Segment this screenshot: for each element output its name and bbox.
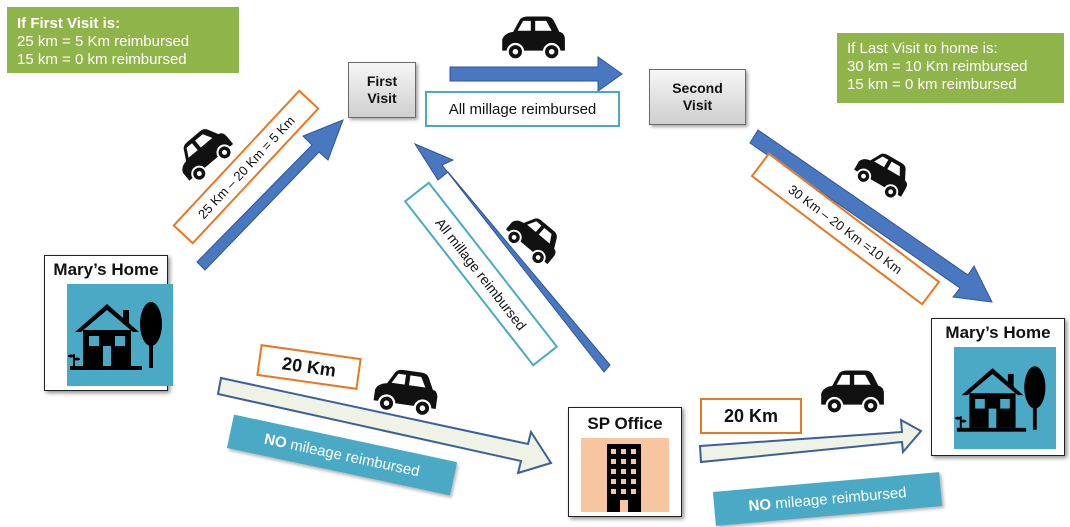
first-visit-line1: First	[366, 73, 398, 89]
marys-home-right-title: Mary’s Home	[945, 323, 1051, 342]
last-visit-rule-note: If Last Visit to home is: 30 km = 10 Km …	[837, 33, 1064, 103]
house-icon	[67, 284, 173, 386]
last-visit-rule-heading: If Last Visit to home is:	[847, 40, 998, 57]
banner-office-to-home-bold: NO	[747, 495, 772, 515]
label-first-to-second-visit-text: All millage reimbursed	[448, 100, 597, 118]
label-office-to-home-distance-text: 20 Km	[723, 405, 779, 426]
arrow-office-to-home	[698, 418, 923, 464]
first-visit-rule-line1: 25 km = 5 Km reimbursed	[17, 33, 190, 50]
label-first-to-second-visit: All millage reimbursed	[425, 91, 620, 127]
first-visit-line2: Visit	[367, 90, 397, 106]
sp-office-title: SP Office	[587, 414, 663, 433]
arrow-home-to-first-visit	[196, 119, 344, 271]
marys-home-right: Mary’s Home	[931, 318, 1065, 456]
tree-icon	[1024, 366, 1046, 430]
label-home-to-office-distance-text: 20 Km	[280, 352, 338, 381]
first-visit-rule-heading: If First Visit is:	[17, 15, 121, 32]
first-visit-rule-line2: 15 km = 0 km reimbursed	[17, 51, 187, 68]
first-visit-box: First Visit	[348, 62, 416, 118]
house-icon	[954, 347, 1056, 449]
second-visit-box: Second Visit	[649, 69, 746, 125]
sp-office: SP Office	[568, 407, 682, 517]
arrow-office-to-first-visit	[413, 142, 611, 373]
marys-home-left-title: Mary’s Home	[53, 260, 159, 279]
last-visit-rule-line2: 15 km = 0 km reimbursed	[847, 76, 1017, 93]
arrow-home-to-office	[216, 376, 553, 475]
arrow-first-to-second-visit	[449, 56, 623, 92]
car-icon	[501, 15, 567, 61]
building-icon	[581, 438, 669, 512]
marys-home-left: Mary’s Home	[44, 255, 173, 391]
car-icon	[500, 205, 568, 271]
arrow-second-visit-to-home	[749, 129, 993, 303]
label-office-to-home-distance: 20 Km	[700, 398, 802, 434]
second-visit-line1: Second	[672, 80, 723, 96]
car-icon	[371, 365, 442, 419]
second-visit-line2: Visit	[682, 97, 713, 113]
car-icon	[820, 369, 886, 415]
first-visit-rule-note: If First Visit is: 25 km = 5 Km reimburs…	[7, 7, 239, 73]
car-icon	[849, 143, 917, 205]
tree-icon	[140, 302, 162, 368]
last-visit-rule-line1: 30 km = 10 Km reimbursed	[847, 58, 1028, 75]
banner-office-to-home-rest: mileage reimbursed	[770, 483, 908, 513]
